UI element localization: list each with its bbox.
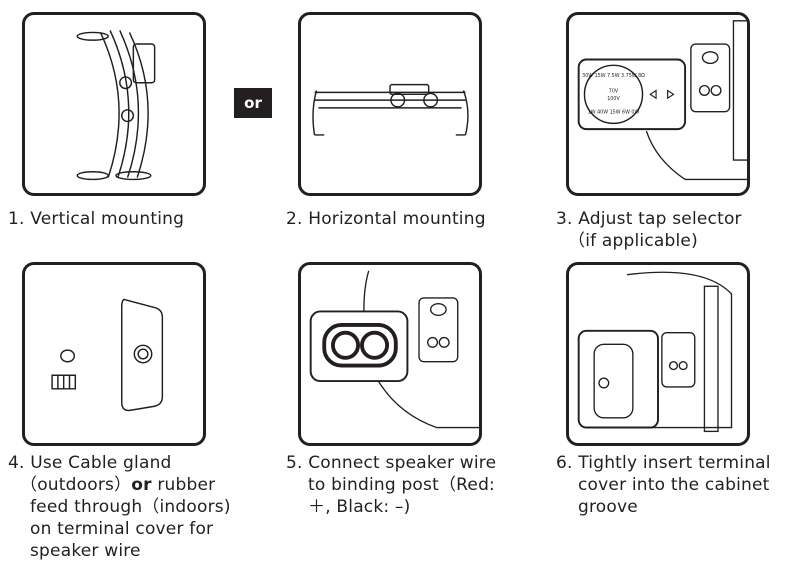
step-2-caption: 2. Horizontal mounting — [286, 208, 486, 230]
tap-selector-drawing: 30W 15W 7.5W 3.75W 8Ω 70V 100V 1W 40W 15… — [577, 20, 747, 181]
step-6-line-2: cover into the cabinet — [578, 475, 770, 495]
horizontal-bracket-drawing — [312, 83, 469, 136]
step-5-line-1: 5. Connect speaker wire — [286, 453, 497, 473]
vertical-bracket-drawing — [76, 30, 156, 181]
step-5-caption: 5. Connect speaker wire to binding post（… — [286, 452, 496, 518]
step-1-caption: 1. Vertical mounting — [8, 208, 184, 230]
step-4-line-2-or: or — [131, 475, 152, 495]
step-4-line-2: （outdoors）or rubber — [8, 474, 231, 496]
arrow-left-right-icon — [649, 89, 675, 100]
terminal-cover-drawing — [577, 271, 733, 433]
step-1-line-1: 1. Vertical mounting — [8, 209, 185, 229]
tap-dial-mid1-label: 70V — [609, 88, 619, 94]
illustration-terminal-cover — [566, 262, 750, 446]
step-4-line-2-rubber: rubber — [151, 475, 216, 495]
step-4-line-1: 4. Use Cable gland — [8, 453, 172, 473]
step-5-line-2: to binding post（Red: — [308, 475, 495, 495]
step-3-line-1: 3. Adjust tap selector — [556, 209, 742, 229]
step-3-caption: 3. Adjust tap selector （if applicable) — [556, 208, 742, 252]
step-4-line-3: feed through（indoors) — [30, 497, 231, 517]
or-badge: or — [234, 88, 272, 118]
step-4-line-5: speaker wire — [30, 541, 141, 561]
step-4-line-4: on terminal cover for — [30, 519, 214, 539]
step-2-line-1: 2. Horizontal mounting — [286, 209, 486, 229]
step-6-line-1: 6. Tightly insert terminal — [556, 453, 771, 473]
illustration-tap-selector: 30W 15W 7.5W 3.75W 8Ω 70V 100V 1W 40W 15… — [566, 12, 750, 196]
tap-dial-mid2-label: 100V — [607, 96, 620, 102]
step-4-caption: 4. Use Cable gland （outdoors）or rubber f… — [8, 452, 231, 562]
tap-dial-top-label: 30W 15W 7.5W 3.75W 8Ω — [582, 73, 645, 79]
step-5-line-3: ＋, Black: –) — [308, 497, 411, 517]
illustration-horizontal-mounting — [298, 12, 482, 196]
step-4-line-2-outdoors: （outdoors） — [20, 475, 132, 495]
illustration-vertical-mounting — [22, 12, 206, 196]
binding-post-drawing — [309, 270, 479, 429]
cable-gland-drawing — [51, 298, 164, 412]
illustration-cable-gland — [22, 262, 206, 446]
tap-dial-bottom-label: 1W 40W 15W 6W 0W — [588, 110, 640, 116]
illustration-binding-post — [298, 262, 482, 446]
step-6-caption: 6. Tightly insert terminal cover into th… — [556, 452, 771, 518]
step-6-line-3: groove — [578, 497, 638, 517]
step-3-line-2: （if applicable) — [568, 231, 698, 251]
